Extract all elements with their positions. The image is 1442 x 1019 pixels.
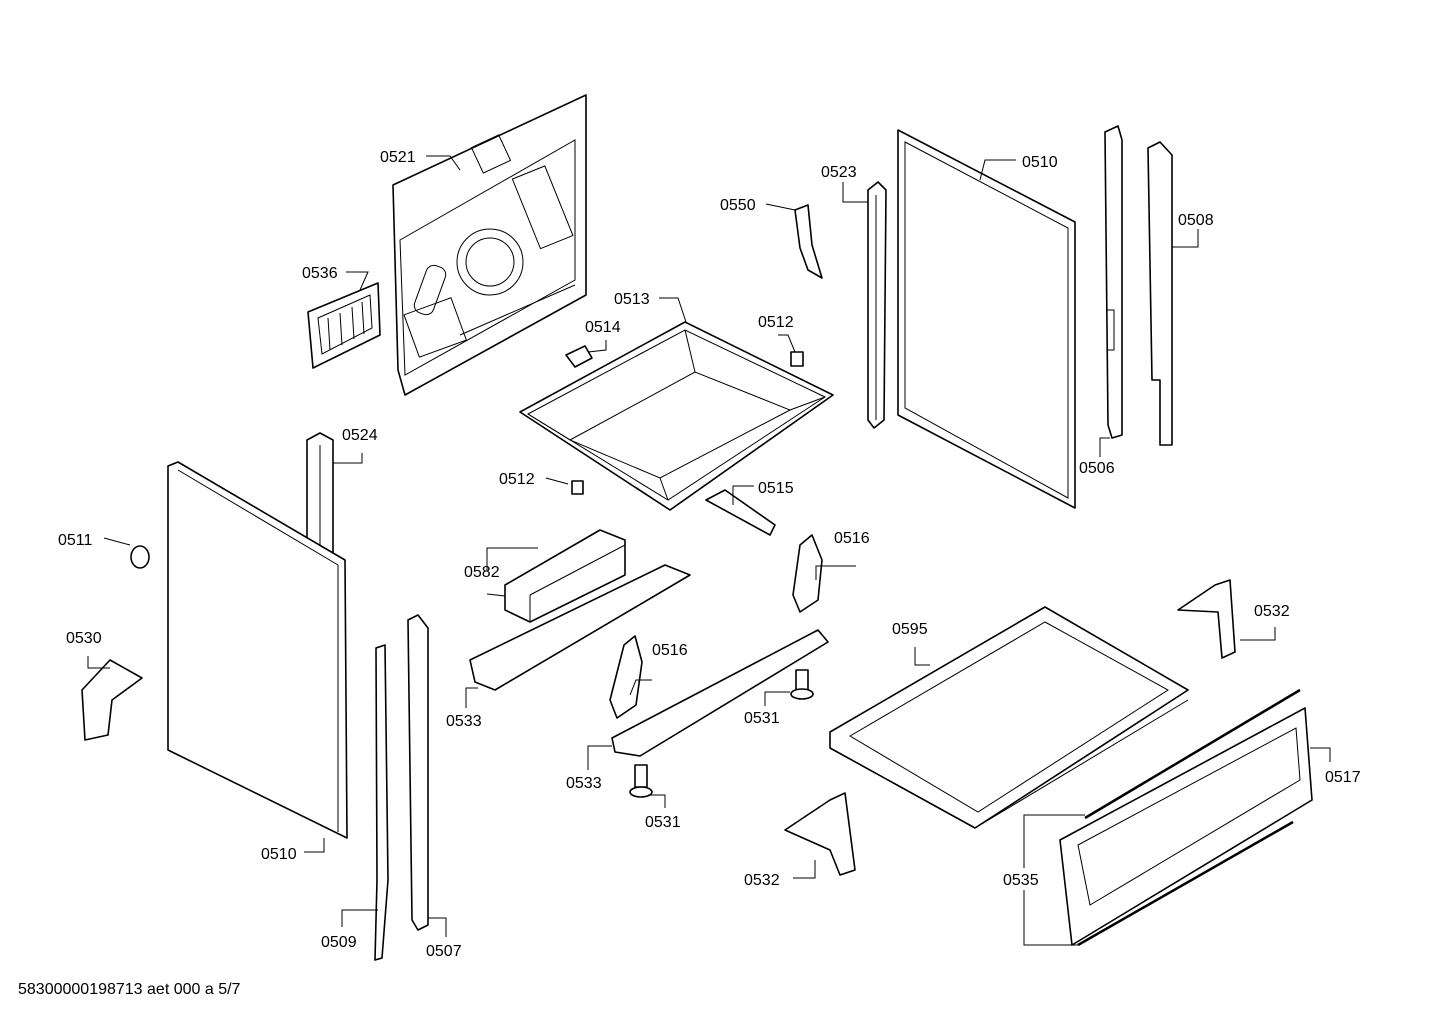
callout-0510-right: 0510 [1022,154,1058,171]
part-cross-rail-upper [469,564,691,691]
callout-0515: 0515 [758,480,794,497]
callout-0516-lower: 0516 [652,642,688,659]
callout-0512-top: 0512 [758,314,794,331]
part-cross-rail-lower [611,629,829,757]
callout-0523: 0523 [821,164,857,181]
callout-0530: 0530 [66,630,102,647]
part-bracket-0550 [794,204,823,279]
callout-0532-upper: 0532 [1254,603,1290,620]
callout-0510-left: 0510 [261,846,297,863]
part-support-0515 [705,489,776,536]
callout-0533-lower: 0533 [566,775,602,792]
callout-0532-lower: 0532 [744,872,780,889]
part-strip-0509 [374,644,389,961]
part-back-panel [392,94,587,396]
part-bracket-0532-lower [784,792,856,876]
callout-0508: 0508 [1178,212,1214,229]
callout-0524: 0524 [342,427,378,444]
part-bracket-0532-upper [1177,579,1236,659]
part-clip-0514 [565,345,593,368]
part-bracket-0530 [81,659,143,741]
callout-0521: 0521 [380,149,416,166]
callout-0506: 0506 [1079,460,1115,477]
part-strip-0508 [1147,141,1173,446]
callout-0517: 0517 [1325,769,1361,786]
callout-0514: 0514 [585,319,621,336]
leader-lines [87,155,1331,946]
part-base-frame [829,606,1189,829]
part-hinge-0516-upper [792,534,823,613]
callout-0531-lower: 0531 [645,814,681,831]
callout-0535: 0535 [1003,872,1039,889]
callout-0533-upper: 0533 [446,713,482,730]
callout-0512-mid: 0512 [499,471,535,488]
part-gasket-strip-top [1084,688,1301,820]
part-cover-box [504,529,626,623]
part-hinge-0516-lower [609,635,643,719]
part-rail-0524 [306,432,334,558]
callout-0507: 0507 [426,943,462,960]
document-code: 58300000198713 aet 000 a 5/7 [18,981,241,998]
callout-0582: 0582 [464,564,500,581]
callout-0511: 0511 [58,532,93,549]
callout-0513: 0513 [614,291,650,308]
part-strip-0506 [1104,125,1123,439]
callout-0595: 0595 [892,621,928,638]
part-foot-0531-lower [629,764,653,798]
part-strip-0507 [407,614,429,931]
callout-0550: 0550 [720,197,756,214]
part-drawer-front [1059,707,1313,946]
part-clip-0511 [130,545,150,569]
callout-0516-upper: 0516 [834,530,870,547]
callout-0509: 0509 [321,934,357,951]
part-vent-grille [307,282,381,369]
part-gasket-strip-bottom [1077,820,1294,947]
part-side-panel-right [897,129,1076,509]
callout-0536: 0536 [302,265,338,282]
part-rail-0523 [867,181,887,429]
part-side-panel-left [167,461,348,839]
part-foot-0531-upper [790,669,814,700]
callout-labels: 0521 0536 0513 0514 0512 0550 0523 0510 … [58,149,1361,960]
part-clip-0512-mid [571,480,584,495]
part-oven-tray [519,321,834,511]
callout-0531-upper: 0531 [744,710,780,727]
part-clip-0512-top [790,351,804,367]
